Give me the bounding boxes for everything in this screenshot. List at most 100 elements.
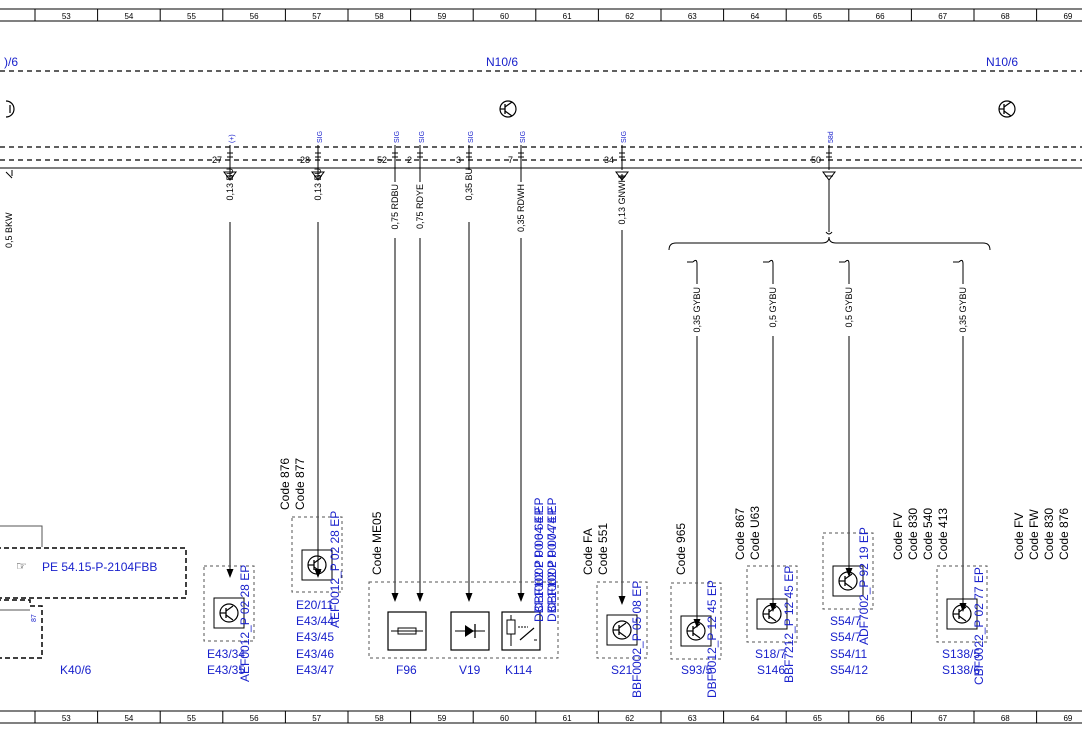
ruler-column-label: 64 bbox=[750, 714, 759, 723]
reference-link[interactable]: BBF7212_P 12 45 EP bbox=[782, 566, 796, 683]
component-label[interactable]: S18/7 bbox=[755, 647, 787, 661]
branch-wire: 0,5 GYBU bbox=[839, 259, 854, 577]
component-label[interactable]: S138/5 bbox=[942, 647, 980, 661]
sensor-icon bbox=[213, 597, 245, 629]
pin-signal: SIG bbox=[520, 131, 527, 143]
pin-signal: SIG bbox=[468, 131, 475, 143]
top-ruler bbox=[0, 8, 1082, 22]
wire-label: 0,75 RDBU bbox=[390, 184, 400, 230]
electronics-icon-partial bbox=[5, 100, 15, 118]
component-label[interactable]: S54/7 bbox=[830, 614, 862, 628]
code-label: Code FW bbox=[1027, 509, 1041, 560]
code-label: Code 876 bbox=[1057, 508, 1071, 560]
ruler-column-label: 62 bbox=[625, 12, 634, 21]
component-label[interactable]: E20/11 bbox=[296, 598, 333, 612]
ruler-column-label: 65 bbox=[813, 714, 822, 723]
component-label[interactable]: S54/7 bbox=[830, 630, 862, 644]
component-label[interactable]: S146 bbox=[757, 663, 785, 677]
pin-3: 3 SIG 0,35 BU bbox=[456, 131, 475, 602]
wire-label: 0,35 GYBU bbox=[692, 287, 702, 333]
component-label[interactable]: S93/5 bbox=[681, 663, 713, 677]
ruler-column-label: 69 bbox=[1063, 714, 1072, 723]
relay-pin-87: 87 bbox=[31, 614, 38, 622]
fuse-f96 bbox=[387, 611, 427, 651]
wire-label: 0,13 GNWH bbox=[617, 176, 627, 225]
reference-link[interactable]: DBF1002 P 00 74 EP bbox=[545, 507, 559, 622]
component-label[interactable]: E43/47 bbox=[296, 663, 334, 677]
component-label[interactable]: S54/12 bbox=[830, 663, 868, 677]
ruler-column-label: 65 bbox=[813, 12, 822, 21]
reference-link[interactable]: CBF1002 P 00 74 EP bbox=[545, 497, 559, 612]
pin-signal: SIG bbox=[394, 131, 401, 143]
component-label[interactable]: S21 bbox=[611, 663, 633, 677]
ruler-column-label: 63 bbox=[688, 12, 697, 21]
reference-link[interactable]: CBF1002 P 00 64 EP bbox=[532, 497, 546, 612]
sensor-icon bbox=[756, 598, 788, 630]
branch-wire: 0,5 GYBU bbox=[763, 259, 778, 612]
pin-number: 2 bbox=[407, 155, 412, 165]
left-wire-partial: 0,5 BKW bbox=[4, 170, 14, 248]
code-label: Code 867 bbox=[733, 508, 747, 560]
pin-signal: SIG bbox=[317, 131, 324, 143]
ruler-column-label: 61 bbox=[563, 714, 572, 723]
ruler-column-label: 54 bbox=[124, 12, 133, 21]
component-label[interactable]: E43/34 bbox=[207, 647, 245, 661]
ruler-column-label: 60 bbox=[500, 12, 509, 21]
ruler-column-label: 53 bbox=[62, 714, 71, 723]
ruler-column-label: 68 bbox=[1001, 714, 1010, 723]
component-label[interactable]: E43/44 bbox=[296, 614, 334, 628]
ruler-column-label: 55 bbox=[187, 714, 196, 723]
wire-label: 0,5 GYBU bbox=[844, 287, 854, 328]
ruler-column-label: 54 bbox=[124, 714, 133, 723]
component-label[interactable]: E43/35 bbox=[207, 663, 245, 677]
ruler-column-label: 62 bbox=[625, 714, 634, 723]
pin-number: 34 bbox=[604, 155, 614, 165]
pin-34: 34 SIG 0,13 GNWH bbox=[604, 131, 629, 605]
branch-wire: 0,35 GYBU bbox=[953, 259, 968, 612]
pe-reference-link[interactable]: PE 54.15-P-2104FBB bbox=[42, 560, 157, 574]
pin-number: 3 bbox=[456, 155, 461, 165]
pe-reference-icon: ☞ bbox=[16, 559, 27, 573]
sensor-icon bbox=[946, 598, 978, 630]
component-label[interactable]: V19 bbox=[459, 663, 481, 677]
relay-k40-block bbox=[0, 525, 187, 659]
pin-signal: (+) bbox=[229, 134, 236, 143]
component-label[interactable]: S54/11 bbox=[830, 647, 867, 661]
component-label[interactable]: E43/46 bbox=[296, 647, 334, 661]
wire-label: 0,35 BU bbox=[464, 168, 474, 201]
code-label: Code FA bbox=[581, 528, 595, 575]
ruler-column-label: 64 bbox=[750, 12, 759, 21]
reference-link[interactable]: DBF0012_P 12 45 EP bbox=[705, 580, 719, 698]
sensor-icon bbox=[301, 549, 333, 581]
reference-link[interactable]: AEF0012_P 02 28 EP bbox=[238, 565, 252, 682]
code-label: Code FV bbox=[1012, 513, 1026, 560]
component-label[interactable]: S138/6 bbox=[942, 663, 980, 677]
component-label[interactable]: F96 bbox=[396, 663, 417, 677]
ruler-column-label: 53 bbox=[62, 12, 71, 21]
component-label[interactable]: E43/45 bbox=[296, 630, 334, 644]
reference-link[interactable]: BBF0002_P 05 08 EP bbox=[630, 581, 644, 698]
component-label[interactable]: K114 bbox=[505, 663, 532, 677]
ruler-column-label: 60 bbox=[500, 714, 509, 723]
reference-link[interactable]: DBF1002 P 00 64 EP bbox=[532, 507, 546, 622]
code-label: Code 876 bbox=[278, 458, 292, 510]
wire-label: 0,13 BU bbox=[313, 168, 323, 201]
branch-wire: 0,35 GYBU bbox=[687, 259, 702, 628]
bus-branch bbox=[668, 180, 991, 251]
connector-label-right: N10/6 bbox=[986, 55, 1018, 69]
ruler-column-label: 66 bbox=[876, 714, 885, 723]
sensor-icon bbox=[680, 615, 712, 647]
component-k40-6[interactable]: K40/6 bbox=[60, 663, 92, 677]
reference-link[interactable]: CBF0022_P 02 77 EP bbox=[972, 567, 986, 685]
ruler-column-label: 55 bbox=[187, 12, 196, 21]
electronics-icon bbox=[998, 100, 1016, 118]
ruler-column-label: 59 bbox=[437, 12, 446, 21]
ruler-column-label: 57 bbox=[312, 12, 321, 21]
pin-signal: SIG bbox=[621, 131, 628, 143]
reference-link[interactable]: AEF0012_P 02 28 EP bbox=[328, 511, 342, 628]
reference-link[interactable]: ADF7002_P 92 19 EP bbox=[857, 527, 871, 645]
pin-number: 50 bbox=[811, 155, 821, 165]
wire-label-left: 0,5 BKW bbox=[4, 212, 14, 248]
code-label: Code 830 bbox=[1042, 508, 1056, 560]
